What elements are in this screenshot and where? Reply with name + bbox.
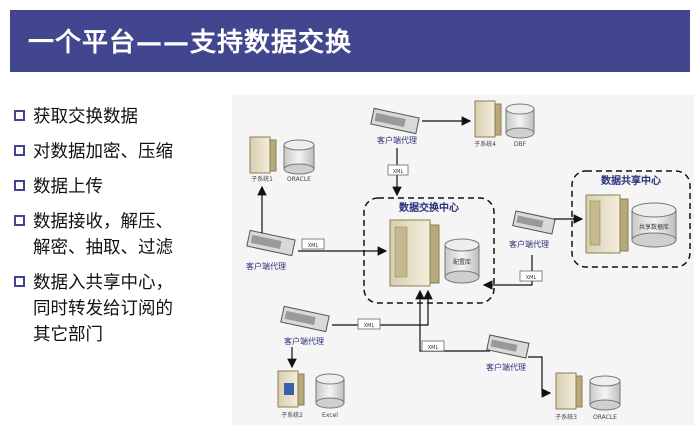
router-icon (246, 229, 296, 257)
share-server-icon (585, 194, 629, 254)
bullet-list: 获取交换数据 对数据加密、压缩 数据上传 数据接收，解压、 解密、抽取、过滤 数… (14, 104, 224, 357)
exchange-diagram: 数据交换中心 数据共享中心 配置库 共享数据库 客户端代理 子系统4 DBF (232, 95, 694, 425)
config-db-label: 配置库 (453, 258, 471, 266)
bullet-item: 数据上传 (14, 174, 224, 200)
subsystem1-label: 子系统1 (251, 175, 273, 183)
subsystem3-label: 子系统3 (555, 413, 577, 421)
bullet-text: 其它部门 (33, 325, 103, 345)
router-icon (512, 210, 556, 235)
agent-label: 客户端代理 (486, 362, 526, 372)
bullet-item: 获取交换数据 (14, 104, 224, 130)
bullet-text: 获取交换数据 (33, 107, 138, 127)
xml-doc-icon (387, 164, 409, 176)
bullet-box-icon (14, 215, 25, 226)
dbf-db-icon (505, 103, 535, 139)
bullet-text: 同时转发给订阅的 (33, 299, 173, 319)
share-center-label: 数据共享中心 (601, 174, 661, 187)
xml-label: XML (308, 243, 319, 249)
subsystem1-server-icon (249, 136, 277, 174)
bullet-text: 数据入共享中心， (33, 273, 173, 293)
bullet-text: 数据上传 (33, 177, 103, 197)
xml-doc-icon (301, 238, 325, 250)
xml-doc-icon (357, 318, 381, 330)
exchange-server-icon (389, 219, 440, 287)
bullet-text: 对数据加密、压缩 (33, 142, 173, 162)
exchange-center-label: 数据交换中心 (399, 201, 459, 214)
agent-label: 客户端代理 (377, 135, 417, 145)
xml-label: XML (428, 345, 439, 351)
dbf-label: DBF (514, 141, 527, 148)
bullet-box-icon (14, 110, 25, 121)
page-title: 一个平台——支持数据交换 (28, 28, 353, 58)
bullet-box-icon (14, 180, 25, 191)
bullet-text: 解密、抽取、过滤 (33, 238, 173, 258)
bullet-text: 数据接收，解压、 (33, 212, 173, 232)
router-icon (370, 107, 420, 135)
share-db-icon (631, 202, 677, 248)
subsystem4-label: 子系统4 (474, 140, 496, 148)
router-icon (280, 305, 330, 333)
share-db-label: 共享数据库 (639, 223, 669, 231)
xml-doc-icon (519, 270, 543, 282)
excel-db-icon (315, 373, 345, 409)
arrow (528, 356, 552, 398)
title-bar: 一个平台——支持数据交换 (10, 10, 690, 72)
bullet-box-icon (14, 276, 25, 287)
config-db-icon (444, 238, 480, 284)
excel-label: Excel (322, 412, 338, 419)
arrow (482, 255, 533, 290)
router-icon (486, 334, 530, 359)
agent-label: 客户端代理 (284, 336, 324, 346)
bullet-item: 数据接收，解压、 解密、抽取、过滤 (14, 209, 224, 261)
bullet-item: 数据入共享中心， 同时转发给订阅的 其它部门 (14, 270, 224, 348)
subsystem2-server-icon (277, 370, 305, 408)
arrow (415, 289, 490, 352)
oracle-db-icon (589, 375, 621, 411)
subsystem3-server-icon (555, 372, 583, 410)
subsystem4-server-icon (474, 100, 502, 138)
oracle-label: ORACLE (593, 414, 617, 421)
bullet-item: 对数据加密、压缩 (14, 139, 224, 165)
xml-doc-icon (421, 340, 445, 352)
share-center-box (571, 170, 691, 268)
oracle-db-icon (283, 139, 315, 175)
agent-label: 客户端代理 (509, 239, 549, 249)
agent-label: 客户端代理 (246, 261, 286, 271)
xml-label: XML (364, 323, 375, 329)
bullet-box-icon (14, 145, 25, 156)
subsystem2-label: 子系统2 (281, 411, 303, 419)
xml-label: XML (526, 275, 537, 281)
xml-label: XML (393, 169, 404, 175)
oracle-label: ORACLE (287, 176, 311, 183)
